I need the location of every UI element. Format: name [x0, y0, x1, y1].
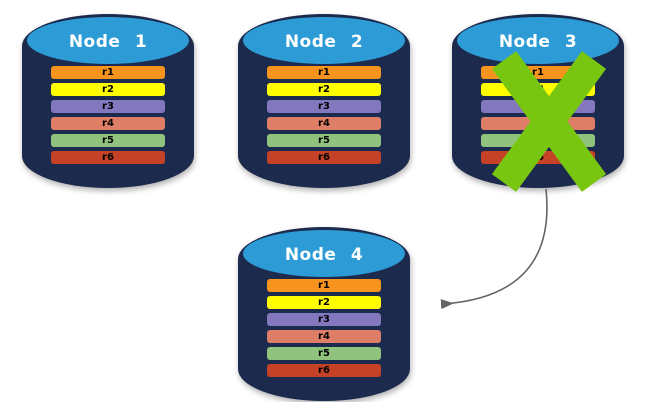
node-4-rows: r1 r2 r3 r4 r5 r6 [267, 279, 381, 377]
row-r1: r1 [51, 66, 165, 79]
row-r6-label: r6 [102, 152, 114, 163]
row-r4: r4 [267, 117, 381, 130]
row-r4: r4 [267, 330, 381, 343]
node-4-cylinder-top: Node 4 [243, 230, 405, 277]
row-r4-label: r4 [318, 331, 330, 342]
row-r5-label: r5 [102, 135, 114, 146]
row-r4-label: r4 [102, 118, 114, 129]
row-r5-label: r5 [318, 135, 330, 146]
node-1-rows: r1 r2 r3 r4 r5 r6 [51, 66, 165, 164]
row-r1: r1 [267, 279, 381, 292]
failure-x-icon [491, 51, 607, 192]
row-r1-label: r1 [318, 280, 330, 291]
row-r3: r3 [267, 313, 381, 326]
node-3-cylinder: Node 3 r1 r2 r3 r4 r5 r6 [452, 8, 624, 192]
row-r5: r5 [267, 347, 381, 360]
node-2-rows: r1 r2 r3 r4 r5 r6 [267, 66, 381, 164]
node-3-cylinder-top: Node 3 [457, 17, 619, 64]
node-3-label: Node 3 [498, 31, 578, 52]
row-r4: r4 [51, 117, 165, 130]
row-r6-label: r6 [318, 365, 330, 376]
row-r3-label: r3 [318, 314, 330, 325]
row-r2: r2 [51, 83, 165, 96]
row-r5: r5 [267, 134, 381, 147]
row-r2: r2 [267, 83, 381, 96]
node-2-label: Node 2 [284, 31, 364, 52]
row-r2-label: r2 [102, 84, 114, 95]
row-r5: r5 [51, 134, 165, 147]
row-r6: r6 [51, 151, 165, 164]
row-r2-label: r2 [318, 84, 330, 95]
node-1-cylinder-top: Node 1 [27, 17, 189, 64]
row-r1-label: r1 [318, 67, 330, 78]
node-4-cylinder: Node 4 r1 r2 r3 r4 r5 r6 [238, 221, 410, 402]
node-1-cylinder: Node 1 r1 r2 r3 r4 r5 r6 [22, 8, 194, 190]
row-r5-label: r5 [318, 348, 330, 359]
node-2-cylinder-top: Node 2 [243, 17, 405, 64]
row-r4-label: r4 [318, 118, 330, 129]
row-r3-label: r3 [318, 101, 330, 112]
row-r3: r3 [51, 100, 165, 113]
node-2-cylinder: Node 2 r1 r2 r3 r4 r5 r6 [238, 8, 410, 190]
row-r3-label: r3 [102, 101, 114, 112]
row-r1: r1 [267, 66, 381, 79]
row-r6: r6 [267, 364, 381, 377]
row-r1-label: r1 [532, 67, 544, 78]
row-r3: r3 [267, 100, 381, 113]
node-1-label: Node 1 [68, 31, 148, 52]
row-r2-label: r2 [318, 297, 330, 308]
row-r6-label: r6 [318, 152, 330, 163]
row-r6: r6 [267, 151, 381, 164]
node-4-label: Node 4 [284, 244, 364, 265]
row-r2: r2 [267, 296, 381, 309]
row-r1-label: r1 [102, 67, 114, 78]
